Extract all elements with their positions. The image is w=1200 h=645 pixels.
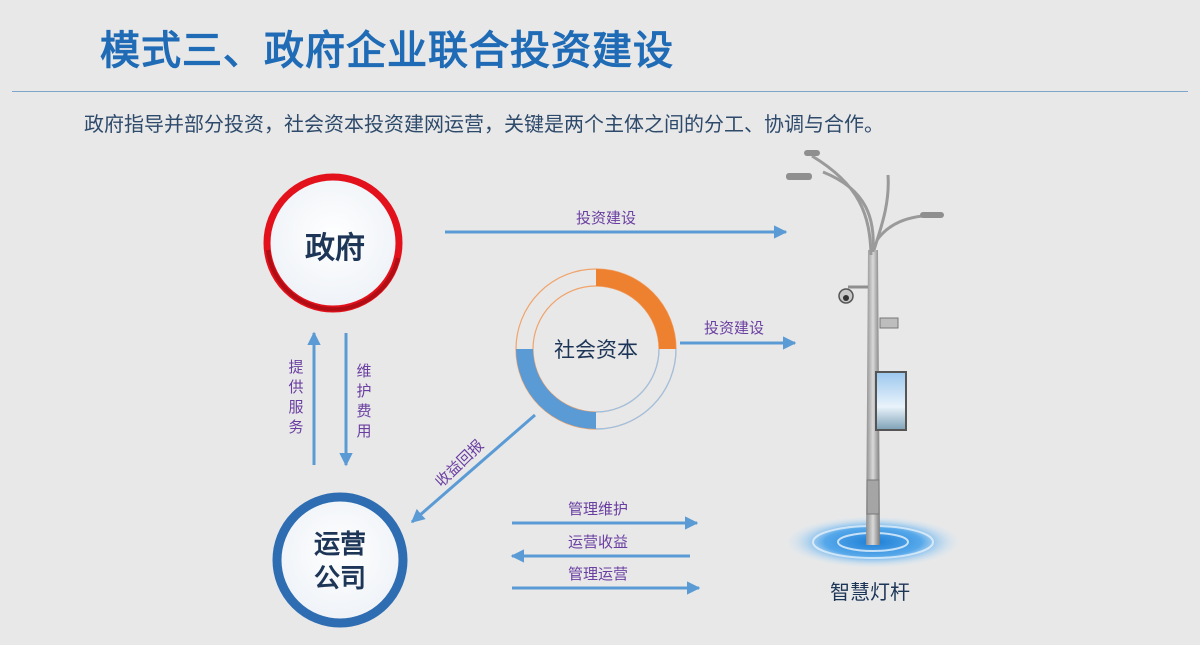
label-maintenance-fee: 维 护 费 用 [356,362,371,440]
operator-label-line2: 公司 [314,564,366,594]
label-management-maintenance: 管理维护 [568,500,628,518]
label-provide-service: 提 供 服 务 [288,358,303,436]
social-capital-label: 社会资本 [554,338,638,362]
label-provide-service-char: 务 [288,418,303,436]
smart-pole-illustration: 智慧灯杆 [785,150,961,604]
label-gov-invest-build: 投资建设 [576,209,636,227]
operator-label-line1: 运营 [314,530,366,560]
operator-company-node: 运营 公司 [277,497,403,623]
label-maintenance-fee-char: 护 [356,382,371,400]
label-provide-service-char: 服 [288,398,303,416]
label-provide-service-char: 提 [288,358,303,376]
label-maintenance-fee-char: 用 [356,422,371,440]
label-management-operation: 管理运营 [568,565,628,583]
smart-pole-label: 智慧灯杆 [830,580,910,604]
label-operating-income: 运营收益 [568,533,628,551]
label-capital-invest-build: 投资建设 [704,319,764,337]
social-capital-node: 社会资本 [516,269,676,429]
government-label: 政府 [305,231,365,266]
label-provide-service-char: 供 [288,378,303,396]
label-maintenance-fee-char: 维 [356,362,371,380]
label-maintenance-fee-char: 费 [356,402,371,420]
arrow-capital-to-operator [412,415,535,522]
government-node: 政府 [267,177,399,309]
pole-display-screen [876,372,906,430]
